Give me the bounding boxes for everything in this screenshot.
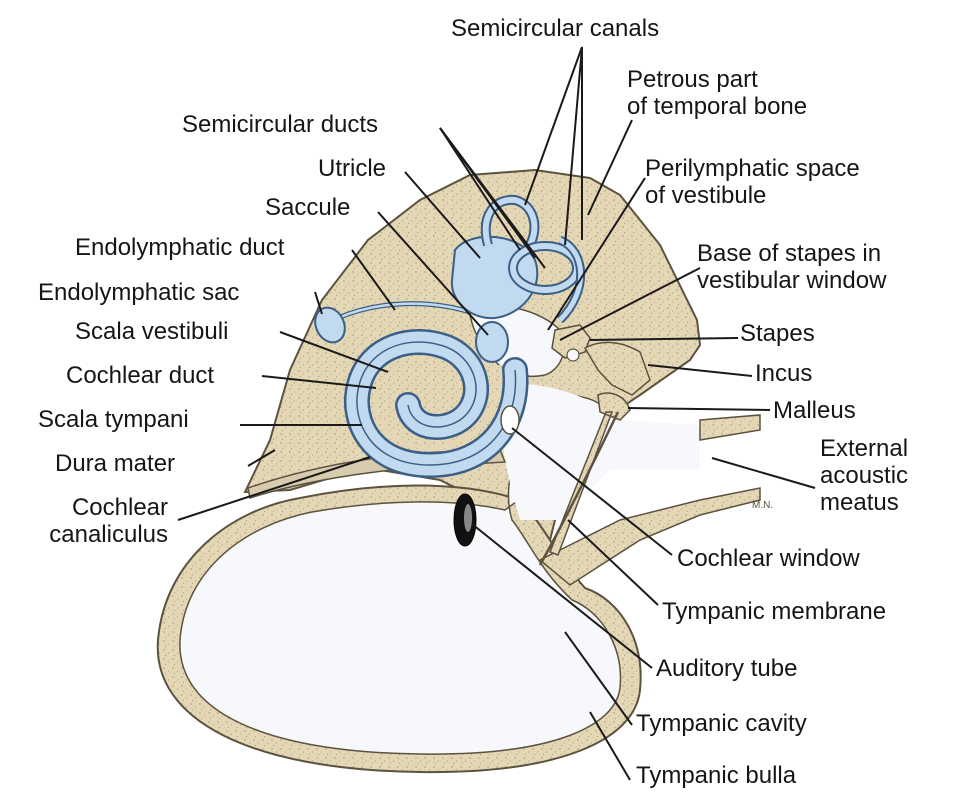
label-cochlear-canaliculus-line2: canaliculus xyxy=(22,521,168,548)
label-cochlear-canaliculus-line1: Cochlear xyxy=(22,494,168,521)
label-cochlear-duct: Cochlear duct xyxy=(66,362,214,389)
label-external-acoustic-meatus-line2: acoustic xyxy=(820,462,908,489)
label-tympanic-bulla: Tympanic bulla xyxy=(636,762,796,789)
label-petrous-part: Petrous part of temporal bone xyxy=(627,66,807,120)
label-scala-tympani: Scala tympani xyxy=(38,406,189,433)
label-cochlear-window: Cochlear window xyxy=(677,545,860,572)
label-perilymphatic-space-line2: of vestibule xyxy=(645,182,860,209)
label-dura-mater: Dura mater xyxy=(55,450,175,477)
label-tympanic-membrane: Tympanic membrane xyxy=(662,598,886,625)
label-external-acoustic-meatus: External acoustic meatus xyxy=(820,435,908,516)
label-semicircular-canals: Semicircular canals xyxy=(451,15,659,42)
label-petrous-part-line2: of temporal bone xyxy=(627,93,807,120)
label-auditory-tube: Auditory tube xyxy=(656,655,797,682)
label-malleus: Malleus xyxy=(773,397,856,424)
label-perilymphatic-space-line1: Perilymphatic space xyxy=(645,155,860,182)
label-petrous-part-line1: Petrous part xyxy=(627,66,807,93)
stapes-foramen xyxy=(567,349,579,361)
label-endolymphatic-sac: Endolymphatic sac xyxy=(38,279,239,306)
label-utricle: Utricle xyxy=(318,155,386,182)
artist-initials: M.N. xyxy=(752,500,773,511)
label-base-of-stapes: Base of stapes in vestibular window xyxy=(697,240,886,294)
label-incus: Incus xyxy=(755,360,812,387)
auditory-tube-lumen xyxy=(464,504,472,532)
label-cochlear-canaliculus: Cochlear canaliculus xyxy=(22,494,168,548)
label-base-of-stapes-line1: Base of stapes in xyxy=(697,240,886,267)
label-external-acoustic-meatus-line3: meatus xyxy=(820,489,908,516)
label-semicircular-ducts: Semicircular ducts xyxy=(182,111,378,138)
label-tympanic-cavity: Tympanic cavity xyxy=(636,710,807,737)
label-base-of-stapes-line2: vestibular window xyxy=(697,267,886,294)
label-external-acoustic-meatus-line1: External xyxy=(820,435,908,462)
label-saccule: Saccule xyxy=(265,194,350,221)
label-perilymphatic-space: Perilymphatic space of vestibule xyxy=(645,155,860,209)
cochlear-window-shape xyxy=(501,406,519,434)
label-stapes: Stapes xyxy=(740,320,815,347)
label-scala-vestibuli: Scala vestibuli xyxy=(75,318,228,345)
label-endolymphatic-duct: Endolymphatic duct xyxy=(75,234,284,261)
